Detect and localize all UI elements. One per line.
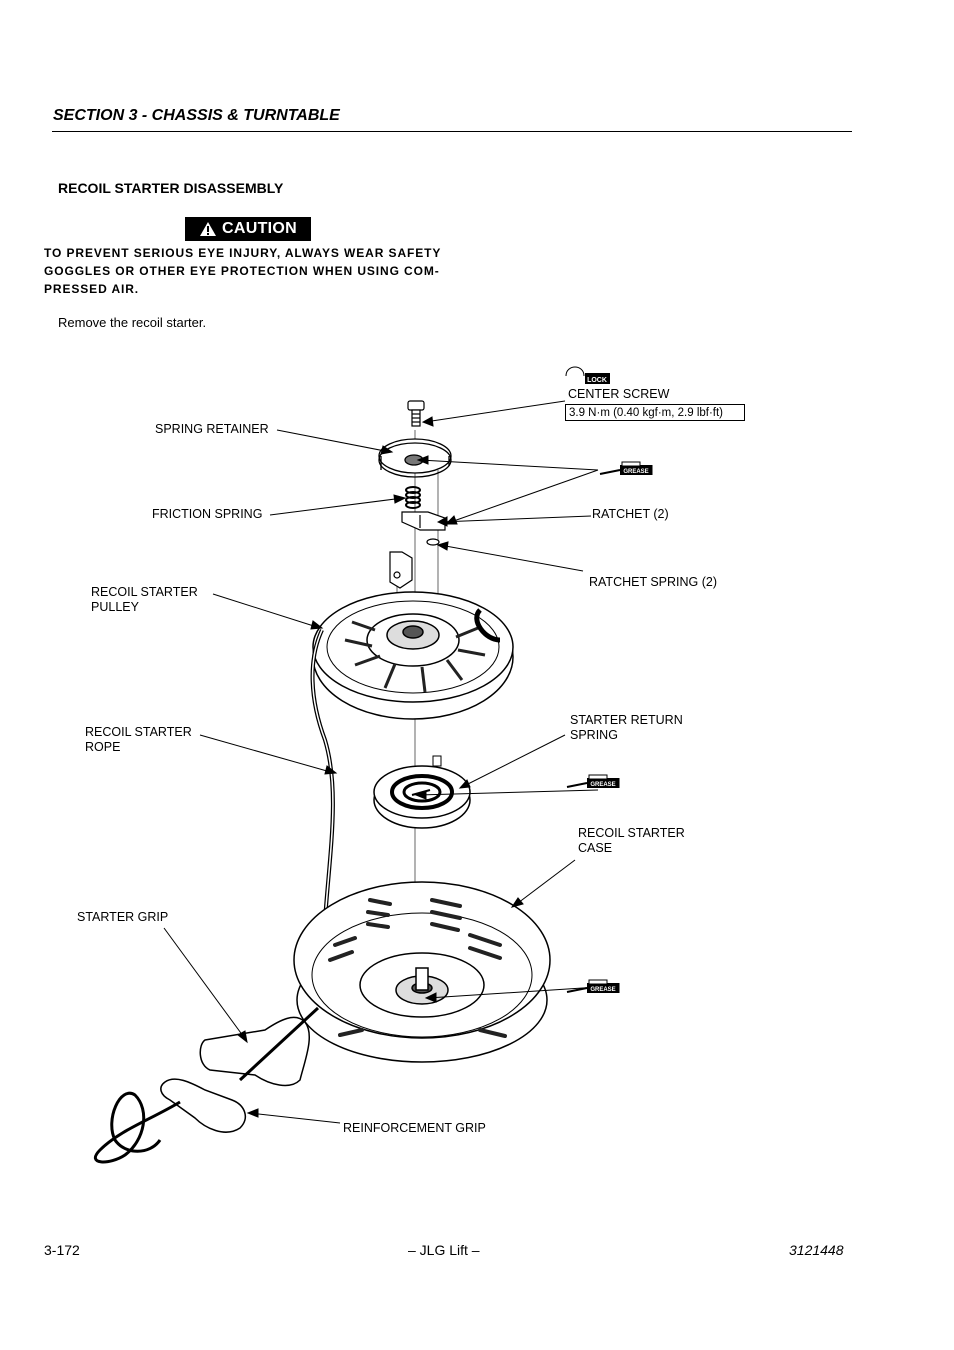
- lock-icon: LOCK: [565, 366, 610, 384]
- label-line: PULLEY: [91, 600, 139, 614]
- label-starter-grip: STARTER GRIP: [77, 910, 169, 924]
- header-divider: [52, 131, 852, 132]
- label-starter-return-spring: STARTER RETURN SPRING: [570, 713, 683, 743]
- label-friction-spring: FRICTION SPRING: [152, 507, 263, 521]
- label-ratchet: RATCHET (2): [592, 507, 669, 521]
- label-recoil-starter-pulley: RECOIL STARTER PULLEY: [91, 585, 198, 615]
- label-reinforcement-grip: REINFORCEMENT GRIP: [343, 1121, 486, 1135]
- lock-icon-label: LOCK: [587, 377, 607, 384]
- label-recoil-starter-rope: RECOIL STARTER ROPE: [85, 725, 192, 755]
- caution-label: CAUTION: [222, 220, 297, 237]
- starter-return-spring-part: [373, 755, 471, 829]
- caution-text: TO PREVENT SERIOUS EYE INJURY, ALWAYS WE…: [44, 246, 442, 296]
- recoil-starter-case-part: [293, 881, 551, 1063]
- grease-icon: GREASE: [566, 979, 620, 993]
- friction-spring-part: [405, 486, 421, 509]
- footer-doc-number: 3121448: [789, 1242, 844, 1258]
- caution-badge: CAUTION: [185, 217, 311, 241]
- label-line: RECOIL STARTER: [85, 725, 192, 739]
- label-line: SPRING: [570, 728, 618, 742]
- label-spring-retainer: SPRING RETAINER: [155, 422, 269, 436]
- grease-icon-label: GREASE: [590, 782, 615, 788]
- footer-brand: – JLG Lift –: [408, 1242, 480, 1258]
- warning-triangle-icon: [200, 222, 216, 236]
- label-center-screw: CENTER SCREW: [568, 387, 670, 401]
- ratchet-parts: [389, 511, 446, 589]
- label-line: CASE: [578, 841, 613, 855]
- center-screw-part: [407, 400, 425, 427]
- section-header: SECTION 3 - CHASSIS & TURNTABLE: [53, 107, 340, 124]
- grease-icon: GREASE: [566, 774, 620, 788]
- grease-icon-label: GREASE: [590, 987, 615, 993]
- label-line: RECOIL STARTER: [91, 585, 198, 599]
- label-ratchet-spring: RATCHET SPRING (2): [589, 575, 718, 589]
- footer-page-number: 3-172: [44, 1242, 80, 1258]
- instruction-text: Remove the recoil starter.: [58, 315, 207, 330]
- recoil-starter-pulley-part: [312, 591, 514, 720]
- label-line: STARTER RETURN: [570, 713, 683, 727]
- grease-icon-label: GREASE: [623, 469, 648, 475]
- label-line: ROPE: [85, 740, 121, 754]
- label-recoil-starter-case: RECOIL STARTER CASE: [578, 826, 685, 856]
- spring-retainer-part: [378, 438, 452, 478]
- torque-spec: 3.9 N·m (0.40 kgf·m, 2.9 lbf·ft): [565, 404, 745, 421]
- label-line: RECOIL STARTER: [578, 826, 685, 840]
- grease-icon: GREASE: [599, 461, 653, 475]
- page-title: RECOIL STARTER DISASSEMBLY: [58, 180, 284, 196]
- starter-grip-part: [93, 1006, 320, 1164]
